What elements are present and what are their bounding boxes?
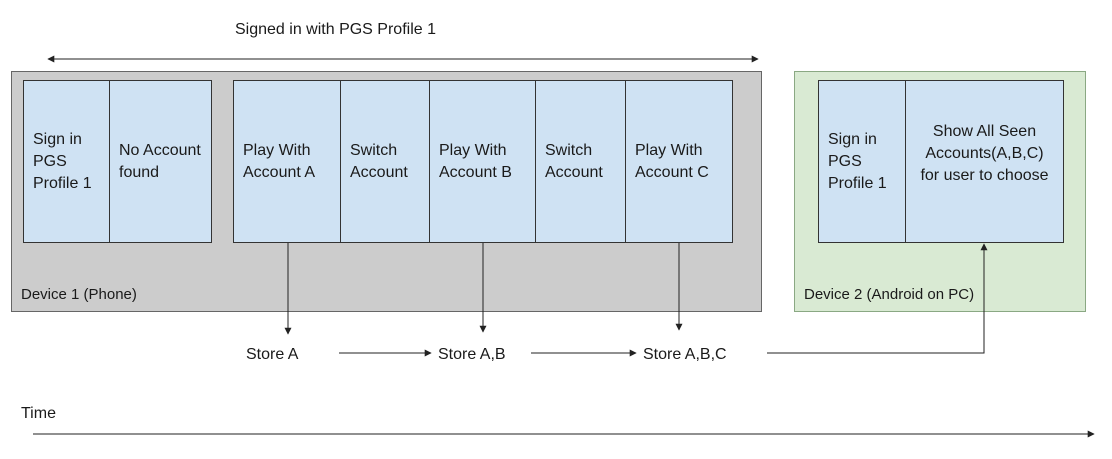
store-ab-label: Store A,B [438,346,506,363]
step-label: Play With Account B [439,141,512,181]
time-axis-label: Time [21,405,56,422]
signed-in-span-label: Signed in with PGS Profile 1 [235,21,436,38]
store-a-label: Store A [246,346,299,363]
step-play-account-a: Play With Account A [233,80,341,243]
arrow-store-abc-to-device-2 [767,243,988,354]
step-sign-in-profile-device-1: Sign in PGS Profile 1 [23,80,110,243]
step-switch-account-1: Switch Account [340,80,430,243]
step-label: Play With Account C [635,141,709,181]
step-label: No Account found [119,141,201,181]
device-1-label: Device 1 (Phone) [21,286,137,303]
step-play-account-c: Play With Account C [625,80,733,243]
step-sign-in-profile-device-2: Sign in PGS Profile 1 [818,80,906,243]
device-2-label: Device 2 (Android on PC) [804,286,975,303]
step-label: Switch Account [350,141,408,181]
step-label: Switch Account [545,141,603,181]
step-show-all-seen-accounts: Show All Seen Accounts(A,B,C) for user t… [905,80,1064,243]
step-label: Sign in PGS Profile 1 [33,130,92,192]
step-play-account-b: Play With Account B [429,80,536,243]
step-no-account-found: No Account found [109,80,212,243]
store-abc-label: Store A,B,C [643,346,727,363]
step-label: Play With Account A [243,141,316,181]
step-label: Show All Seen Accounts(A,B,C) for user t… [920,123,1049,184]
step-label: Sign in PGS Profile 1 [828,130,887,192]
